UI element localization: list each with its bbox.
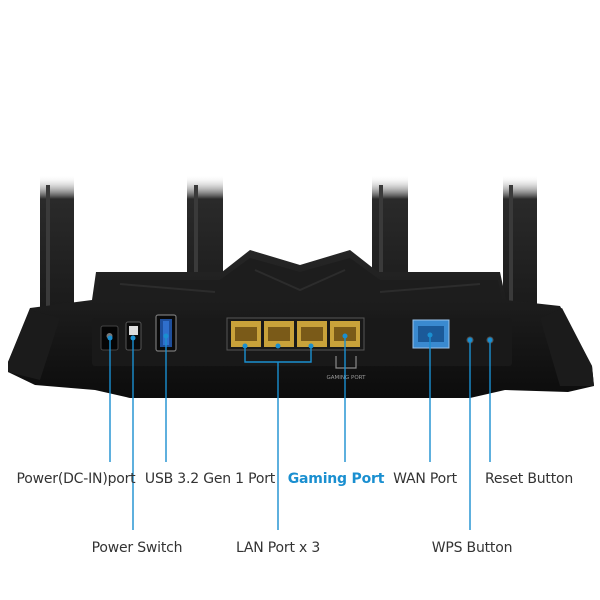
gaming-port-print: GAMING PORT bbox=[327, 375, 367, 381]
label-wan: WAN Port bbox=[393, 471, 457, 487]
label-wps: WPS Button bbox=[432, 540, 513, 556]
label-power-port: Power(DC-IN)port bbox=[17, 471, 136, 487]
label-power-switch: Power Switch bbox=[92, 540, 183, 556]
lan-port-2 bbox=[264, 321, 294, 347]
lan-port-1 bbox=[231, 321, 261, 347]
label-usb: USB 3.2 Gen 1 Port bbox=[145, 471, 275, 487]
lan-port-3 bbox=[297, 321, 327, 347]
label-lan: LAN Port x 3 bbox=[236, 540, 320, 556]
label-reset: Reset Button bbox=[485, 471, 573, 487]
label-gaming: Gaming Port bbox=[288, 471, 384, 487]
